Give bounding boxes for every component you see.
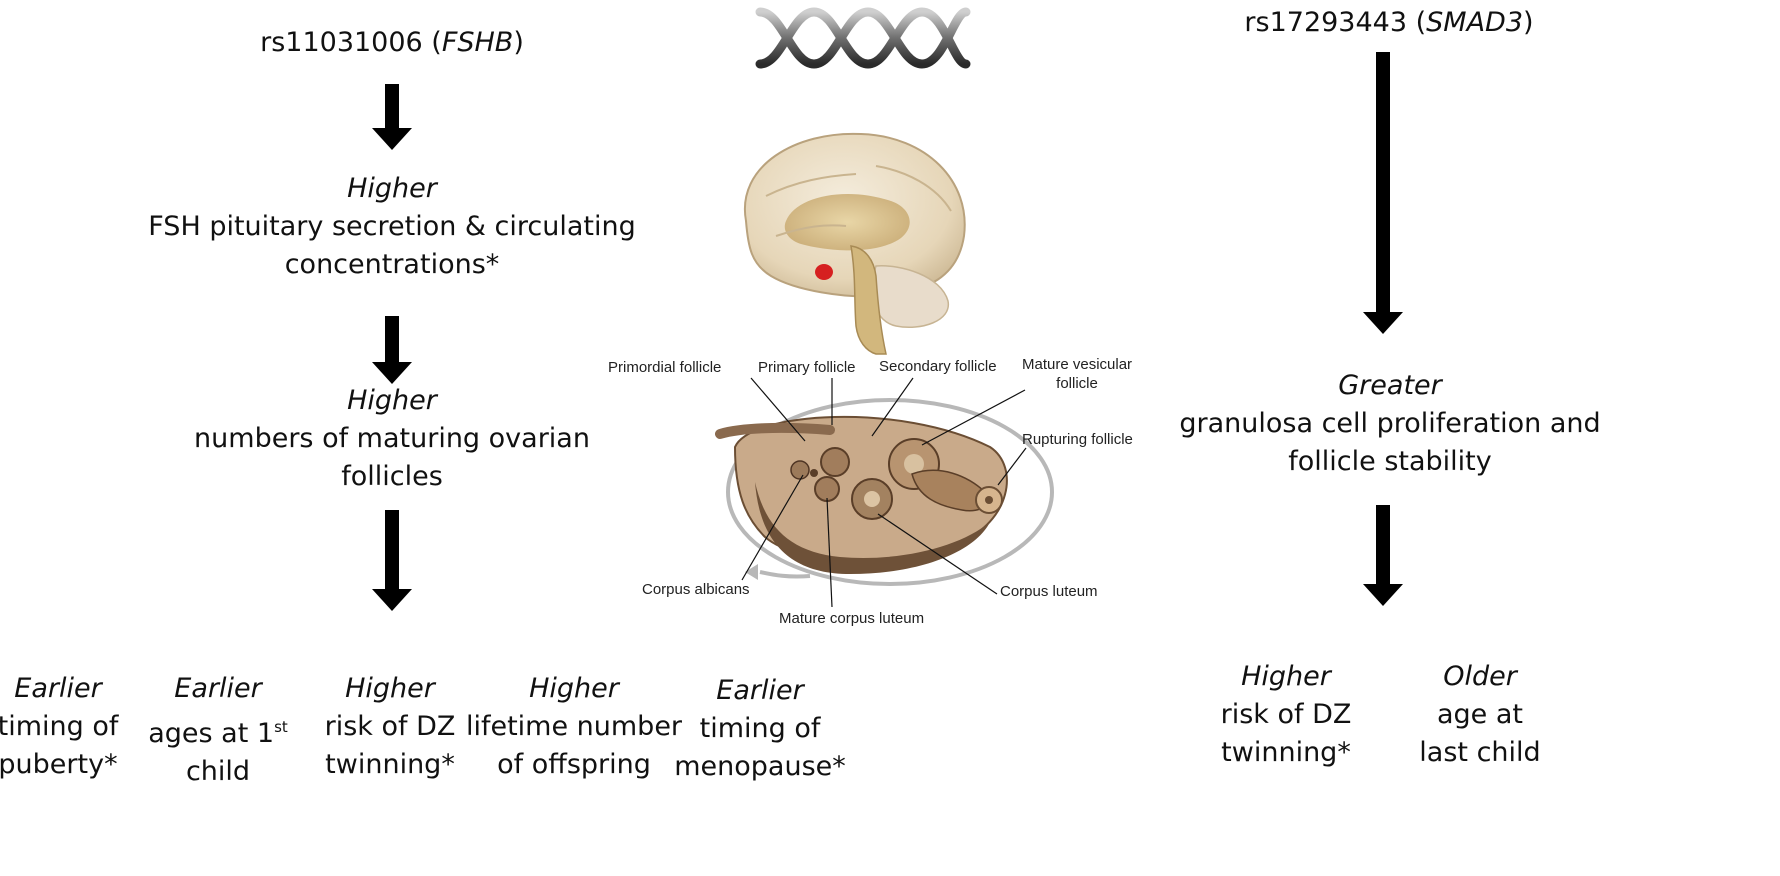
outcome-adjective: Higher	[1221, 658, 1352, 696]
right-arrow-1	[1363, 52, 1403, 334]
left-gene-name: FSHB	[442, 27, 514, 58]
label-rupturing-follicle: Rupturing follicle	[1022, 431, 1133, 448]
label-secondary-follicle: Secondary follicle	[879, 358, 997, 375]
outcome-dz-twinning-left: Higher risk of DZ twinning*	[325, 670, 456, 784]
outcome-line2: last child	[1419, 734, 1540, 772]
outcome-line1: timing of	[674, 710, 846, 748]
left-step1-line2: concentrations*	[148, 246, 636, 284]
right-arrow-2	[1363, 505, 1403, 607]
label-primordial-follicle: Primordial follicle	[608, 359, 721, 376]
right-snp-close: )	[1523, 7, 1534, 38]
outcome-line2: puberty*	[0, 746, 118, 784]
left-step2: Higher numbers of maturing ovarian folli…	[194, 382, 590, 496]
superscript: st	[274, 718, 288, 736]
left-step1-adjective: Higher	[148, 170, 636, 208]
right-gene-name: SMAD3	[1426, 7, 1523, 38]
outcome-line2: of offspring	[466, 746, 682, 784]
left-step1: Higher FSH pituitary secretion & circula…	[148, 170, 636, 284]
right-step1-adjective: Greater	[1179, 367, 1600, 405]
outcome-puberty: Earlier timing of puberty*	[0, 670, 118, 784]
left-arrow-3	[372, 510, 412, 612]
outcome-adjective: Earlier	[674, 672, 846, 710]
left-arrow-1	[372, 84, 412, 150]
right-step1-line2: follicle stability	[1179, 443, 1600, 481]
outcome-adjective: Older	[1419, 658, 1540, 696]
outcome-line2: child	[148, 753, 288, 791]
outcome-line1: timing of	[0, 708, 118, 746]
outcome-offspring: Higher lifetime number of offspring	[466, 670, 682, 784]
label-corpus-albicans: Corpus albicans	[642, 581, 750, 598]
right-step1: Greater granulosa cell proliferation and…	[1179, 367, 1600, 481]
left-snp-close: )	[513, 27, 524, 58]
outcome-first-child: Earlier ages at 1st child	[148, 670, 288, 791]
label-primary-follicle: Primary follicle	[758, 359, 856, 376]
label-mature-corpus-luteum: Mature corpus luteum	[779, 610, 924, 627]
left-snp-label: rs11031006 (FSHB)	[260, 24, 524, 62]
outcome-adjective: Earlier	[0, 670, 118, 708]
label-mature-vesicular-follicle: Mature vesicular follicle	[1022, 355, 1132, 393]
outcome-dz-twinning-right: Higher risk of DZ twinning*	[1221, 658, 1352, 772]
right-snp-label: rs17293443 (SMAD3)	[1244, 4, 1533, 42]
pituitary-gland-icon	[815, 264, 833, 280]
brain-illustration	[726, 126, 976, 356]
left-step2-line2: follicles	[194, 458, 590, 496]
outcome-line1: risk of DZ	[1221, 696, 1352, 734]
outcome-line2: twinning*	[325, 746, 456, 784]
outcome-adjective: Earlier	[148, 670, 288, 708]
dna-helix-icon	[752, 6, 972, 70]
outcome-line1: ages at 1st	[148, 708, 288, 753]
outcome-line1: age at	[1419, 696, 1540, 734]
label-corpus-luteum: Corpus luteum	[1000, 583, 1098, 600]
outcome-line1: risk of DZ	[325, 708, 456, 746]
outcome-adjective: Higher	[325, 670, 456, 708]
left-step2-adjective: Higher	[194, 382, 590, 420]
left-snp-id: rs11031006 (	[260, 27, 442, 58]
left-step2-line1: numbers of maturing ovarian	[194, 420, 590, 458]
outcome-last-child: Older age at last child	[1419, 658, 1540, 772]
outcome-adjective: Higher	[466, 670, 682, 708]
left-arrow-2	[372, 316, 412, 384]
outcome-line2: menopause*	[674, 748, 846, 786]
outcome-line1: lifetime number	[466, 708, 682, 746]
left-step1-line1: FSH pituitary secretion & circulating	[148, 208, 636, 246]
right-snp-id: rs17293443 (	[1244, 7, 1426, 38]
right-step1-line1: granulosa cell proliferation and	[1179, 405, 1600, 443]
outcome-line2: twinning*	[1221, 734, 1352, 772]
outcome-menopause: Earlier timing of menopause*	[674, 672, 846, 786]
